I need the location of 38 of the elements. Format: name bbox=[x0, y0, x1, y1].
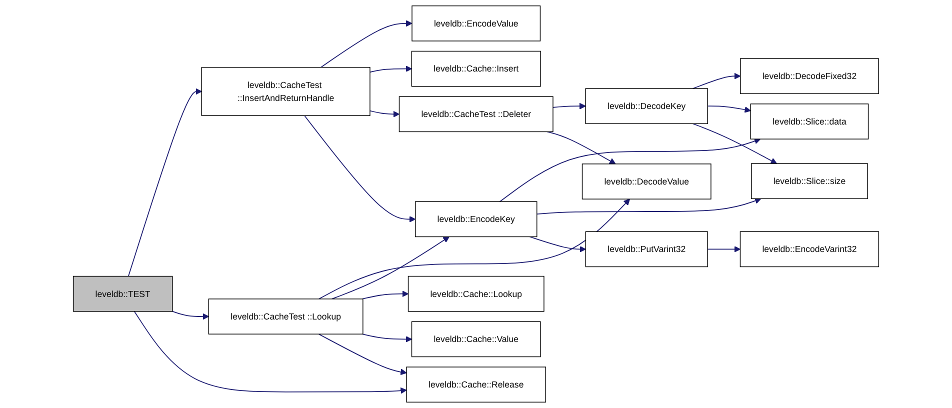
arrow bbox=[546, 131, 616, 164]
node-box: leveldb::CacheTest ::Deleter bbox=[398, 96, 554, 132]
node-box: leveldb::Cache::Release bbox=[406, 366, 546, 402]
arrow bbox=[707, 246, 741, 252]
arrow bbox=[552, 102, 586, 110]
node-box: leveldb::Cache::Value bbox=[411, 321, 541, 358]
node-box: leveldb::TEST bbox=[72, 276, 173, 312]
arrow bbox=[370, 66, 412, 73]
node-box: leveldb::Cache::Lookup bbox=[408, 276, 544, 312]
arrow bbox=[318, 198, 630, 300]
node-box: leveldb::EncodeValue bbox=[412, 6, 541, 42]
node-box: leveldb::DecodeFixed32 bbox=[740, 58, 879, 94]
arrow bbox=[304, 115, 416, 222]
node-box: leveldb::CacheTest ::InsertAndReturnHandle bbox=[201, 66, 370, 116]
arrow bbox=[707, 106, 751, 113]
arrow bbox=[536, 198, 762, 215]
arrow bbox=[318, 334, 407, 376]
node-box: leveldb::DecodeValue bbox=[582, 164, 712, 200]
node-box: leveldb::CacheTest ::Lookup bbox=[208, 298, 364, 334]
node-box: leveldb::EncodeKey bbox=[414, 201, 538, 238]
arrow bbox=[362, 334, 412, 342]
arrow bbox=[320, 20, 412, 68]
arrow bbox=[128, 88, 202, 277]
node-box: leveldb::EncodeVarint32 bbox=[740, 231, 880, 268]
arrow bbox=[362, 290, 409, 300]
arrow bbox=[172, 310, 209, 320]
node-box: leveldb::Cache::Insert bbox=[411, 50, 541, 87]
node-box: leveldb::Slice::data bbox=[750, 104, 869, 140]
arrow bbox=[370, 110, 400, 118]
arrow bbox=[692, 123, 778, 164]
arrow bbox=[331, 236, 450, 300]
node-box: leveldb::PutVarint32 bbox=[585, 231, 708, 268]
arrow bbox=[529, 236, 586, 252]
arrow bbox=[499, 138, 761, 202]
node-box: leveldb::Slice::size bbox=[751, 163, 868, 200]
arrow bbox=[692, 72, 741, 89]
node-box: leveldb::DecodeKey bbox=[585, 88, 708, 124]
arrow bbox=[134, 310, 407, 394]
